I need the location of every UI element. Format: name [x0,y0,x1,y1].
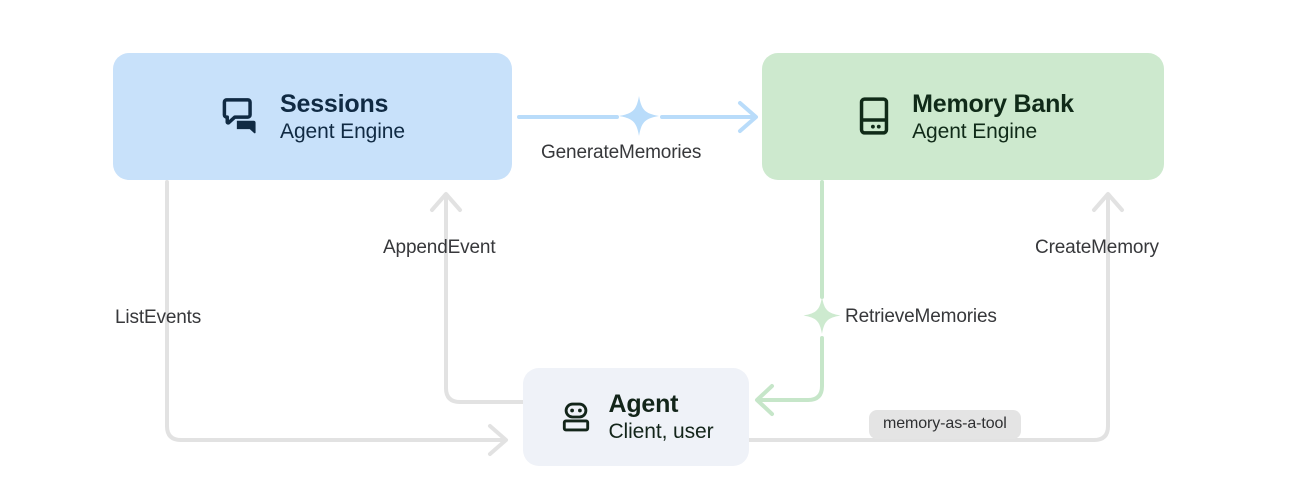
node-sessions[interactable]: Sessions Agent Engine [113,53,512,180]
edge-retrieve-memories-arrowhead [755,384,774,416]
chat-bubbles-icon [220,94,264,138]
node-agent-subtitle: Client, user [608,420,714,444]
generate-memories-sparkle-icon [619,96,659,136]
node-sessions-text: Sessions Agent Engine [280,90,405,144]
edge-label-generate-memories: GenerateMemories [541,142,702,163]
edge-list-events-arrowhead [488,424,508,456]
robot-icon [558,399,594,435]
annotation-memory-as-a-tool: memory-as-a-tool [869,410,1021,439]
edge-create-memory-arrowhead [1092,192,1124,212]
edge-generate-memories-arrowhead [738,101,758,133]
edge-append-event-path [444,194,525,404]
edge-append-event-arrowhead [430,192,462,212]
edge-label-retrieve-memories: RetrieveMemories [845,306,997,327]
node-memory-bank-subtitle: Agent Engine [912,119,1038,143]
database-storage-icon [852,94,896,138]
node-sessions-title: Sessions [280,89,389,118]
edge-create-memory-path [747,194,1110,442]
edge-label-create-memory: CreateMemory [1035,237,1159,258]
node-agent-title: Agent [608,390,679,419]
node-agent-text: Agent Client, user [608,390,713,444]
edge-label-list-events: ListEvents [115,307,202,328]
node-agent[interactable]: Agent Client, user [523,368,749,466]
edge-label-append-event: AppendEvent [383,237,496,258]
retrieve-memories-sparkle-icon [803,297,841,334]
node-memory-bank-title: Memory Bank [912,89,1074,118]
edge-list-events-path [165,180,507,442]
edge-retrieve-memories-segment-bottom [760,336,824,402]
node-memory-bank-text: Memory Bank Agent Engine [912,90,1074,144]
node-sessions-subtitle: Agent Engine [280,119,405,143]
node-memory-bank[interactable]: Memory Bank Agent Engine [762,53,1164,180]
